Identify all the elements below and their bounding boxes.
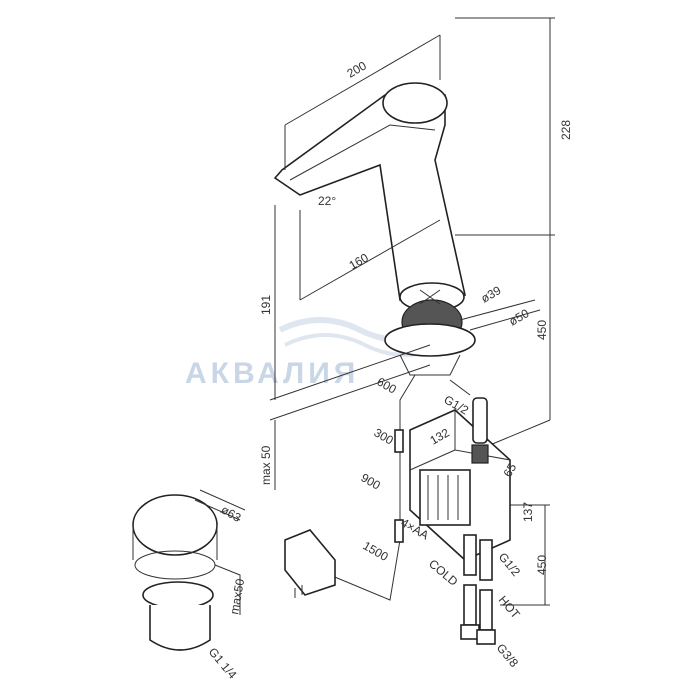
label-cable-1500: 1500	[361, 538, 391, 564]
dimension-lines	[269, 17, 555, 606]
label-angle: 22°	[318, 194, 336, 208]
cables	[329, 374, 471, 601]
label-height: 228	[559, 120, 573, 140]
label-cold: COLD	[426, 557, 461, 589]
faucet-body	[273, 82, 476, 376]
label-cable-900: 900	[359, 470, 384, 492]
label-dia-inner: ø39	[479, 283, 504, 306]
label-reach: 160	[347, 250, 372, 272]
label-width: 200	[345, 58, 370, 80]
hoses	[460, 534, 496, 645]
label-outlet: G1/2	[496, 550, 524, 579]
control-box	[409, 397, 511, 561]
label-dia-outer: ø50	[507, 306, 532, 329]
label-box-depth: 65	[500, 461, 519, 480]
label-box-height: 137	[521, 502, 535, 522]
label-drain-thread: G1 1/4	[206, 645, 240, 682]
label-total-height: 450	[535, 320, 549, 340]
label-connection: G3/8	[494, 641, 522, 670]
label-hose-height: 450	[535, 555, 549, 575]
label-cable-600: 600	[375, 374, 400, 396]
watermark-text: АКВАЛИЯ	[185, 357, 359, 390]
label-drain-height: max50	[227, 577, 247, 615]
label-deck: max 50	[259, 445, 273, 485]
power-adapter	[284, 529, 336, 598]
label-hot: HOT	[496, 593, 523, 622]
drain-valve	[132, 489, 246, 651]
label-spout-height: 191	[259, 295, 273, 315]
label-cable-300: 300	[372, 425, 397, 447]
label-drain-dia: ø63	[219, 502, 244, 525]
